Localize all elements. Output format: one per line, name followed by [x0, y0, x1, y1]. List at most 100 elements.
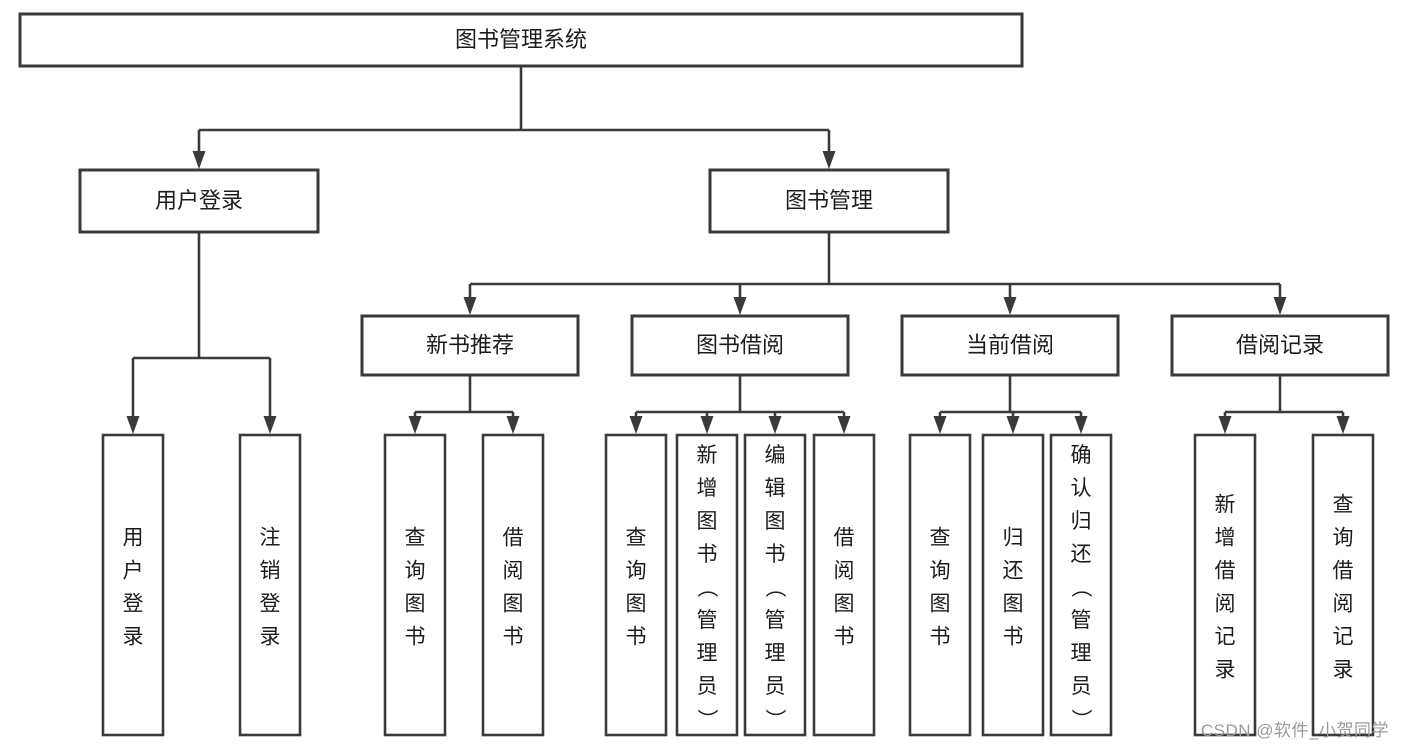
node-label-char: 辑 — [765, 477, 786, 500]
node-label-char: 员 — [697, 675, 718, 698]
node-label-char: 还 — [1003, 560, 1024, 583]
node-label-char: 注 — [260, 527, 281, 550]
node-label-char: 书 — [765, 543, 786, 566]
arrow-head-icon — [408, 416, 422, 434]
node-label-char: 借 — [834, 527, 855, 550]
node-current-borrow[interactable]: 当前借阅 — [900, 314, 1120, 377]
node-label: 新书推荐 — [426, 332, 514, 357]
node-label-char: 录 — [123, 626, 144, 649]
node-label-char: 书 — [503, 626, 524, 649]
node-box — [675, 433, 739, 737]
node-label-char: 书 — [1003, 626, 1024, 649]
node-label-char: 图 — [834, 593, 855, 616]
node-borrow-record[interactable]: 借阅记录 — [1170, 314, 1390, 377]
node-label: 当前借阅 — [966, 332, 1054, 357]
node-label-char: 借 — [1215, 560, 1236, 583]
node-label-char: 登 — [123, 593, 144, 616]
node-label-char: 理 — [765, 642, 786, 665]
node-box — [908, 433, 972, 737]
node-label-char: 增 — [697, 477, 718, 500]
node-label-char: 管 — [1071, 609, 1092, 632]
node-label-char: 图 — [697, 510, 718, 533]
node-label: 用户登录 — [155, 188, 243, 213]
node-label-char: 增 — [1215, 527, 1236, 550]
node-label-char: （ — [1069, 577, 1092, 598]
node-box — [78, 168, 320, 234]
node-box — [1311, 433, 1375, 737]
node-label-char: 录 — [260, 626, 281, 649]
node-root[interactable]: 图书管理系统 — [18, 12, 1024, 68]
node-box — [238, 433, 302, 737]
node-box — [1193, 433, 1257, 737]
arrow-head-icon — [192, 151, 206, 169]
node-label-char: ） — [1069, 709, 1092, 730]
node-label-char: 借 — [503, 527, 524, 550]
arrow-head-icon — [933, 416, 947, 434]
node-box — [708, 168, 950, 234]
arrow-head-icon — [463, 297, 477, 315]
node-label-char: 查 — [626, 527, 647, 550]
node-label-char: 管 — [765, 609, 786, 632]
node-label-char: 理 — [1071, 642, 1092, 665]
node-book-manage[interactable]: 图书管理 — [708, 168, 950, 234]
node-leaf-user-login[interactable]: 用户登录 — [101, 433, 165, 737]
node-label-char: 管 — [697, 609, 718, 632]
node-label-char: 编 — [765, 444, 786, 467]
connector-layer — [126, 66, 1350, 434]
node-box — [1170, 314, 1390, 377]
node-label-char: 阅 — [834, 560, 855, 583]
arrow-head-icon — [1003, 297, 1017, 315]
node-label-char: 借 — [1333, 560, 1354, 583]
node-box — [383, 433, 447, 737]
node-box — [101, 433, 165, 737]
node-box — [981, 433, 1045, 737]
node-label-char: 录 — [1215, 659, 1236, 682]
node-box — [1049, 433, 1113, 737]
node-label-char: ） — [695, 709, 718, 730]
arrow-head-icon — [700, 416, 714, 434]
node-label-char: 询 — [626, 560, 647, 583]
node-user-login[interactable]: 用户登录 — [78, 168, 320, 234]
node-label-char: 登 — [260, 593, 281, 616]
node-label-char: 确 — [1071, 444, 1092, 467]
node-label-char: 书 — [697, 543, 718, 566]
node-label-char: 图 — [1003, 593, 1024, 616]
node-label: 图书管理 — [785, 188, 873, 213]
node-label-char: 还 — [1071, 543, 1092, 566]
node-label-char: 查 — [930, 527, 951, 550]
node-box — [812, 433, 876, 737]
node-label-char: 员 — [1071, 675, 1092, 698]
node-new-book-recommend[interactable]: 新书推荐 — [360, 314, 580, 377]
node-label-char: 书 — [834, 626, 855, 649]
node-label-char: 记 — [1215, 626, 1236, 649]
node-label-char: 书 — [930, 626, 951, 649]
node-label-char: 户 — [123, 560, 144, 583]
arrow-head-icon — [1074, 416, 1088, 434]
arrow-head-icon — [263, 416, 277, 434]
node-book-borrow[interactable]: 图书借阅 — [630, 314, 850, 377]
arrow-head-icon — [822, 151, 836, 169]
node-label-char: 图 — [405, 593, 426, 616]
node-label-char: （ — [763, 577, 786, 598]
arrow-head-icon — [1006, 416, 1020, 434]
node-label: 借阅记录 — [1236, 332, 1324, 357]
node-label-char: 图 — [930, 593, 951, 616]
node-label-char: 阅 — [1333, 593, 1354, 616]
node-label-char: 新 — [697, 444, 718, 467]
node-label-char: 归 — [1071, 510, 1092, 533]
node-label: 图书借阅 — [696, 332, 784, 357]
